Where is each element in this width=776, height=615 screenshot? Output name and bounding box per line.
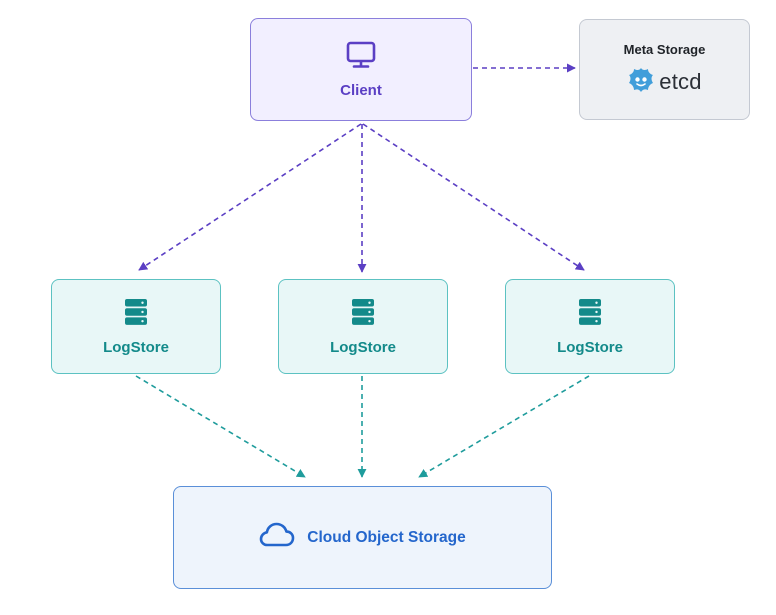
logstore-label: LogStore xyxy=(330,338,396,356)
server-stack-icon xyxy=(124,298,148,331)
meta-storage-title: Meta Storage xyxy=(623,41,706,57)
cloud-icon xyxy=(259,522,295,553)
etcd-logo-icon xyxy=(627,67,655,98)
logstore-node[interactable]: LogStore xyxy=(51,279,221,374)
logstore-node[interactable]: LogStore xyxy=(505,279,675,374)
meta-storage-node[interactable]: Meta Storage etcd xyxy=(579,19,750,120)
cloud-object-storage-label: Cloud Object Storage xyxy=(307,528,466,546)
cloud-object-storage-node[interactable]: Cloud Object Storage xyxy=(173,486,552,589)
edge-client-logstore-3 xyxy=(362,123,585,271)
edge-client-logstore-1 xyxy=(138,123,362,271)
logstore-node[interactable]: LogStore xyxy=(278,279,448,374)
server-stack-icon xyxy=(578,298,602,331)
client-label: Client xyxy=(340,81,382,99)
logstore-label: LogStore xyxy=(103,338,169,356)
etcd-brand: etcd xyxy=(627,67,701,98)
client-node[interactable]: Client xyxy=(250,18,472,121)
edge-logstore-1-cloud xyxy=(135,375,306,478)
server-stack-icon xyxy=(351,298,375,331)
edge-logstore-3-cloud xyxy=(418,375,590,478)
etcd-label: etcd xyxy=(659,69,702,94)
monitor-icon xyxy=(345,41,377,74)
logstore-label: LogStore xyxy=(557,338,623,356)
